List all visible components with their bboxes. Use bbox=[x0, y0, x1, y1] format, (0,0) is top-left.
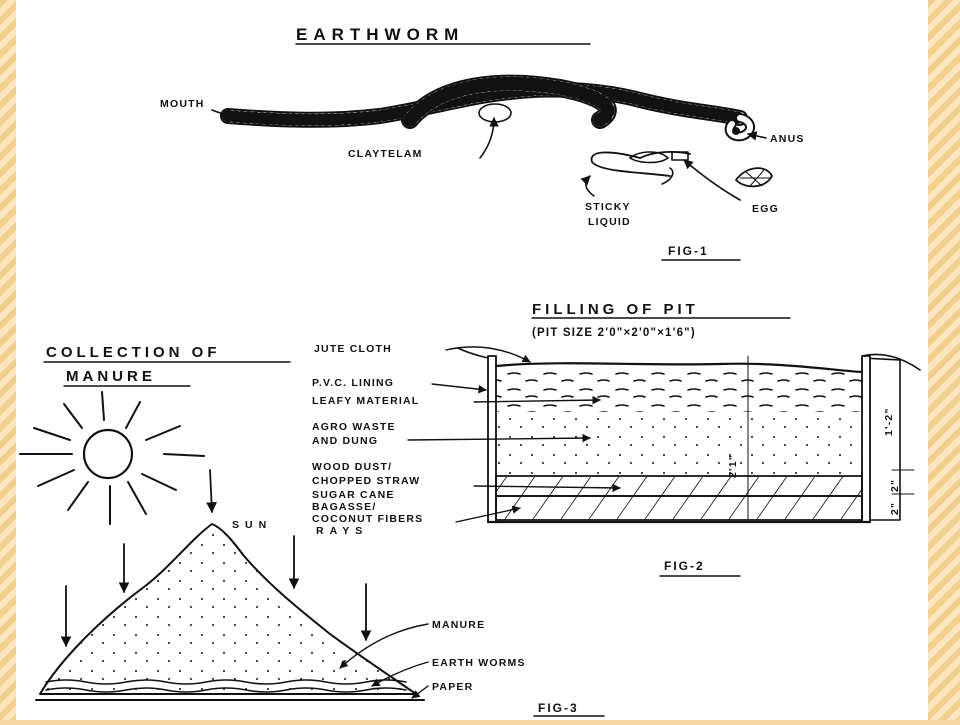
label-agro-2: AND DUNG bbox=[312, 435, 378, 447]
claytelam-band bbox=[478, 103, 512, 123]
label-mouth: MOUTH bbox=[160, 98, 205, 110]
earthworm-body bbox=[220, 74, 755, 142]
label-wood-2: CHOPPED STRAW bbox=[312, 475, 420, 487]
label-leafy: LEAFY MATERIAL bbox=[312, 395, 419, 407]
wood-dust-layer bbox=[495, 475, 863, 497]
egg-icon bbox=[735, 167, 773, 188]
label-paper: PAPER bbox=[432, 681, 473, 693]
label-earthworms: EARTH WORMS bbox=[432, 657, 526, 669]
label-manure: MANURE bbox=[432, 619, 485, 631]
bagasse-layer bbox=[495, 495, 863, 521]
pit-wall-right bbox=[861, 355, 871, 523]
label-sticky-2: LIQUID bbox=[588, 216, 631, 228]
manure-heap bbox=[39, 523, 417, 695]
sun-icon bbox=[19, 391, 205, 525]
fig1-earthworm: EARTHWORM MOUTH CLAYTELAM ANUS bbox=[160, 25, 805, 261]
anus-dot bbox=[732, 127, 740, 135]
sun-ray-arrows bbox=[60, 469, 372, 648]
label-rays: RAYS bbox=[316, 525, 368, 537]
fig2-subtitle: (PIT SIZE 2'0"×2'0"×1'6") bbox=[532, 327, 696, 339]
fig3-title-1: COLLECTION OF bbox=[46, 344, 221, 361]
dim-b: 2" bbox=[889, 502, 901, 515]
jute-cloth-layer bbox=[494, 362, 864, 374]
right-decorative-border bbox=[928, 0, 960, 720]
fig1-title: EARTHWORM bbox=[296, 25, 464, 44]
earthworm-paper-layer bbox=[35, 679, 425, 701]
label-wood-1: WOOD DUST/ bbox=[312, 461, 392, 473]
label-sugar-2: BAGASSE/ bbox=[312, 501, 376, 513]
label-sun: SUN bbox=[232, 519, 272, 531]
label-coconut: COCONUT FIBERS bbox=[312, 513, 423, 525]
label-egg: EGG bbox=[752, 203, 779, 215]
fig2-title: FILLING OF PIT bbox=[532, 301, 699, 318]
label-sticky-1: STICKY bbox=[585, 201, 631, 213]
cocoon-sticky-liquid bbox=[590, 151, 691, 185]
fig3-title-2: MANURE bbox=[66, 368, 156, 385]
left-decorative-border bbox=[0, 0, 16, 720]
fig3-manure: COLLECTION OF MANURE bbox=[19, 344, 605, 717]
fig2-caption: FIG-2 bbox=[664, 559, 705, 573]
label-sugar-1: SUGAR CANE bbox=[312, 489, 395, 501]
label-jute: JUTE CLOTH bbox=[314, 343, 392, 355]
leafy-material-layer bbox=[496, 372, 862, 412]
vermicompost-diagram: EARTHWORM MOUTH CLAYTELAM ANUS bbox=[19, 25, 921, 717]
agro-waste-layer bbox=[496, 412, 862, 474]
label-pvc: P.V.C. LINING bbox=[312, 377, 394, 389]
label-claytelam: CLAYTELAM bbox=[348, 148, 423, 160]
dim-main: 1'-2" bbox=[883, 407, 895, 436]
label-anus: ANUS bbox=[770, 133, 805, 145]
fig2-pit: FILLING OF PIT (PIT SIZE 2'0"×2'0"×1'6")… bbox=[312, 301, 921, 577]
fig1-caption: FIG-1 bbox=[668, 244, 709, 258]
dim-depth: 2'1" bbox=[727, 454, 739, 478]
dim-a: 2" bbox=[889, 479, 901, 492]
fig3-caption: FIG-3 bbox=[538, 701, 579, 715]
diagram-sheet: EARTHWORM MOUTH CLAYTELAM ANUS bbox=[16, 0, 928, 720]
label-agro-1: AGRO WASTE bbox=[312, 421, 396, 433]
